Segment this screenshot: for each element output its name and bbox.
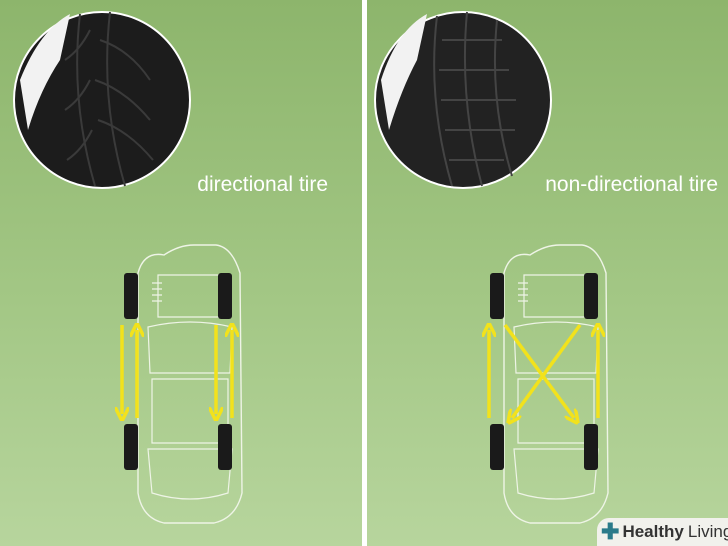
car-top-view: [123, 244, 243, 524]
rotation-arrows: [122, 325, 232, 418]
directional-rotation-diagram: [13, 11, 243, 524]
healthy-living-logo: ✚ Healthy Living: [597, 518, 728, 546]
non-directional-rotation-diagram: [374, 11, 609, 524]
caption-non-directional-tire: non-directional tire: [545, 173, 718, 196]
rotation-arrows: [489, 325, 598, 418]
plus-leaf-icon: ✚: [601, 519, 620, 544]
logo-brand-bold: Healthy: [622, 522, 684, 541]
directional-tire-panel: directional tire: [0, 0, 362, 546]
logo-brand-light: Living: [687, 522, 728, 541]
directional-tread-closeup: [13, 11, 191, 189]
non-directional-tire-panel: non-directional tire: [367, 0, 728, 546]
caption-directional-tire: directional tire: [197, 173, 328, 196]
